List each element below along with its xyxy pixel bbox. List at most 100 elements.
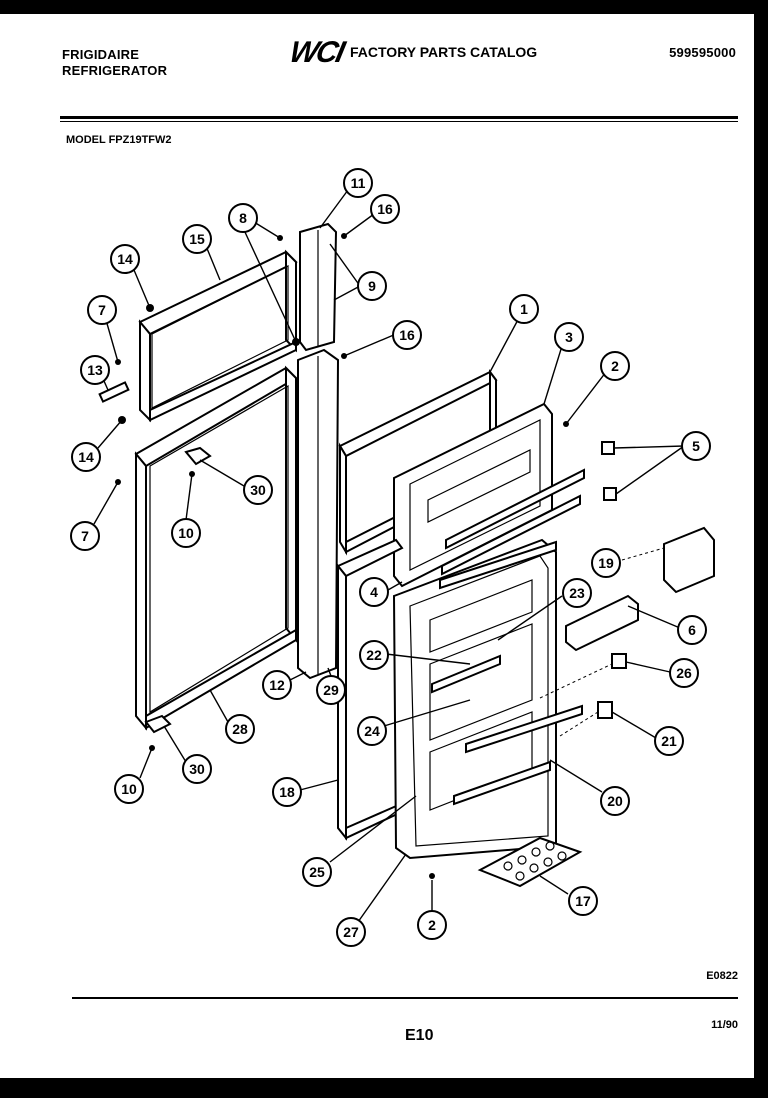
part-callout: 9	[357, 271, 387, 301]
svg-text:22: 22	[366, 647, 382, 663]
svg-text:9: 9	[368, 278, 376, 294]
egg-tray	[477, 836, 583, 888]
part-callout: 20	[600, 786, 630, 816]
svg-text:25: 25	[309, 864, 325, 880]
svg-text:1: 1	[520, 301, 528, 317]
freezer-gasket-left	[339, 442, 347, 556]
model-number: MODEL FPZ19TFW2	[66, 134, 172, 146]
svg-text:3: 3	[565, 329, 573, 345]
brand-block: FRIGIDAIRE REFRIGERATOR	[62, 47, 167, 79]
part-callout: 15	[182, 224, 212, 254]
svg-text:30: 30	[189, 761, 205, 777]
part-callout: 14	[71, 442, 101, 472]
part-callout: 29	[316, 675, 346, 705]
fresh-door-left-rail	[135, 451, 147, 731]
svg-text:7: 7	[98, 302, 106, 318]
top-hinge	[184, 446, 212, 466]
fresh-door-bottom-rail	[145, 628, 297, 730]
handle-13	[98, 381, 130, 403]
part-callout: 12	[262, 670, 292, 700]
part-callout: 8	[228, 203, 258, 233]
header-rule-thin	[60, 121, 738, 122]
clip-21	[597, 701, 613, 719]
bottom-hinge	[144, 714, 172, 734]
part-callout: 5	[681, 431, 711, 461]
part-callout: 18	[272, 777, 302, 807]
svg-text:16: 16	[399, 327, 415, 343]
svg-text:29: 29	[323, 682, 339, 698]
part-callout: 14	[110, 244, 140, 274]
freezer-shelf-rail-upper	[445, 468, 585, 550]
freezer-door-panel-face	[151, 265, 289, 409]
svg-text:18: 18	[279, 784, 295, 800]
part-callout: 3	[554, 322, 584, 352]
product-type: REFRIGERATOR	[62, 63, 168, 78]
part-callout: 21	[654, 726, 684, 756]
part-callout: 2	[600, 351, 630, 381]
shelf-rail-top	[439, 540, 557, 590]
part-callout: 23	[562, 578, 592, 608]
fresh-door-panel-face	[149, 384, 289, 714]
svg-text:13: 13	[87, 362, 103, 378]
svg-text:2: 2	[611, 358, 619, 374]
diagram-code: E0822	[706, 970, 738, 982]
svg-text:6: 6	[688, 622, 696, 638]
svg-text:23: 23	[569, 585, 585, 601]
svg-text:14: 14	[78, 449, 94, 465]
part-callout: 7	[87, 295, 117, 325]
footer-rule	[72, 997, 738, 999]
page-number: E10	[405, 1027, 434, 1044]
part-callout: 22	[359, 640, 389, 670]
svg-text:15: 15	[189, 231, 205, 247]
fresh-liner-inner	[409, 555, 549, 847]
svg-text:30: 30	[250, 482, 266, 498]
svg-text:8: 8	[239, 210, 247, 226]
part-callout: 25	[302, 857, 332, 887]
header-rule	[60, 116, 738, 119]
svg-text:11: 11	[351, 175, 366, 191]
part-callout: 16	[370, 194, 400, 224]
freezer-liner-recess	[427, 449, 531, 523]
brand-name: FRIGIDAIRE	[62, 47, 140, 62]
freezer-door-bottom-rail	[149, 340, 297, 422]
part-callout: 10	[114, 774, 144, 804]
svg-text:4: 4	[370, 584, 378, 600]
svg-text:10: 10	[121, 781, 137, 797]
part-callout: 13	[80, 355, 110, 385]
part-callout: 10	[171, 518, 201, 548]
svg-text:5: 5	[692, 438, 700, 454]
svg-text:24: 24	[364, 723, 380, 739]
part-callout: 2	[417, 910, 447, 940]
freezer-door-left-rail	[139, 319, 151, 423]
part-callout: 7	[70, 521, 100, 551]
part-callout: 28	[225, 714, 255, 744]
svg-text:12: 12	[269, 677, 285, 693]
svg-text:21: 21	[661, 733, 677, 749]
svg-text:7: 7	[81, 528, 89, 544]
part-callout: 1	[509, 294, 539, 324]
part-callout: 30	[182, 754, 212, 784]
door-shelf-bin	[565, 594, 639, 652]
svg-text:14: 14	[117, 251, 133, 267]
part-callout: 24	[357, 716, 387, 746]
svg-text:10: 10	[178, 525, 194, 541]
part-callout: 17	[568, 886, 598, 916]
dairy-door	[663, 526, 715, 594]
svg-text:17: 17	[575, 893, 591, 909]
serial-number: 599595000	[669, 45, 736, 60]
svg-text:19: 19	[598, 555, 614, 571]
part-callout: 26	[669, 658, 699, 688]
part-callout: 16	[392, 320, 422, 350]
svg-text:28: 28	[232, 721, 248, 737]
catalog-title: FACTORY PARTS CATALOG	[350, 44, 538, 60]
fresh-liner-recess-1	[429, 579, 533, 653]
part-callout: 6	[677, 615, 707, 645]
clip-26	[611, 653, 627, 669]
svg-text:2: 2	[428, 917, 436, 933]
egg-tray-cups	[503, 841, 567, 881]
svg-text:16: 16	[377, 201, 393, 217]
freezer-liner-inner	[409, 419, 541, 571]
part-callout: 19	[591, 548, 621, 578]
